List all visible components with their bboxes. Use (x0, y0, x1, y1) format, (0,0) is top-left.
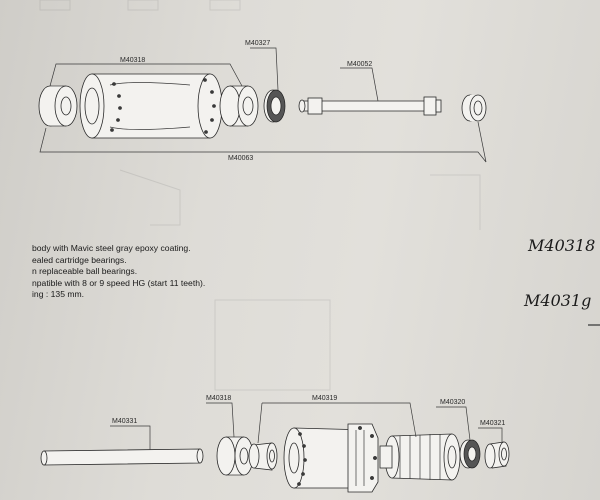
bottom-hub-assembly (40, 402, 510, 493)
label-top-axle: M40052 (347, 61, 372, 68)
hub-body-bottom (283, 423, 379, 493)
background-faint-graphics (39, 0, 481, 391)
label-bottom-hub: M40319 (312, 395, 337, 402)
description-line: npatible with 8 or 9 speed HG (start 11 … (32, 277, 206, 288)
spacer-ring-bottom (459, 439, 481, 469)
bearing-right-top (219, 85, 259, 127)
label-bottom-axle: M40331 (112, 418, 137, 425)
label-top-spacer: M40327 (245, 40, 270, 47)
lock-nut-bottom (484, 441, 510, 469)
description-line: ealed cartridge bearings. (32, 254, 127, 265)
top-part-labels: M40318 M40327 M40052 M40063 (120, 40, 372, 162)
adapter-bottom (248, 442, 278, 471)
description-line: body with Mavic steel gray epoxy coating… (32, 243, 191, 253)
label-bottom-bearing: M40318 (206, 395, 231, 402)
handwritten-note-1: M40318 (527, 236, 595, 255)
hub-body-top (79, 73, 223, 139)
bottom-part-labels: M40331 M40318 M40319 M40320 M40321 (112, 395, 505, 427)
label-top-kit: M40063 (228, 155, 253, 162)
feature-description: body with Mavic steel gray epoxy coating… (32, 243, 205, 301)
label-bottom-spacer: M40320 (440, 399, 465, 406)
bearing-left-top (38, 85, 78, 127)
axle-bottom (40, 448, 204, 466)
label-bottom-nut: M40321 (480, 420, 505, 427)
axle-top (298, 96, 442, 116)
label-top-bearing: M40318 (120, 57, 145, 64)
freewheel-body (379, 433, 461, 481)
description-line: n replaceable ball bearings. (32, 266, 138, 277)
description-line: ing : 135 mm. (32, 289, 85, 300)
bottom-leader-lines (110, 402, 503, 450)
top-leader-lines (39, 47, 487, 163)
handwritten-note-2: M4031g (523, 291, 591, 310)
end-cap-top (461, 94, 487, 122)
top-hub-assembly (38, 47, 487, 163)
spacer-ring-top (263, 89, 286, 123)
bearing-bottom (216, 436, 254, 476)
